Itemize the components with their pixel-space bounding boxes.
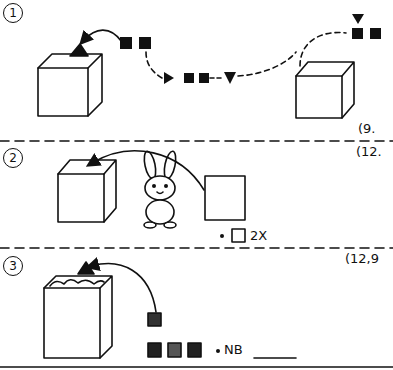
squares-panel3 (188, 343, 201, 357)
squares-row (224, 72, 236, 84)
cube-left (70, 44, 88, 56)
cube-right (296, 62, 354, 118)
square-outline (205, 176, 245, 220)
bullet-blank (254, 357, 296, 359)
cube-right (296, 62, 354, 118)
squares-top (120, 37, 132, 49)
bunny-figure (142, 150, 178, 228)
dashed-path (210, 77, 222, 79)
step-circle: 2 (3, 148, 23, 168)
bin-box (50, 280, 104, 286)
squares-row (164, 72, 174, 84)
squares-right (370, 28, 381, 39)
bunny-figure (162, 150, 178, 179)
cube-panel2 (58, 160, 116, 222)
step-number: 2 (9, 152, 17, 164)
bunny-figure (157, 192, 163, 194)
squares-panel3 (168, 343, 181, 357)
bin-box (78, 262, 94, 274)
cube-panel2 (58, 160, 116, 222)
bullet-square (220, 229, 245, 242)
cube-left (38, 54, 102, 116)
squares-panel3 (148, 343, 161, 357)
panel-separator (0, 141, 393, 367)
bunny-figure (144, 222, 156, 228)
bullet-square (220, 234, 224, 238)
panel-separator (0, 140, 393, 142)
cube-panel2 (58, 174, 104, 222)
count-note: 2X (250, 229, 267, 243)
squares-row (184, 73, 194, 83)
squares-row (199, 73, 209, 83)
squares-panel3 (148, 313, 201, 357)
move-arrow (84, 30, 122, 42)
bunny-figure (146, 200, 174, 224)
bunny-figure (142, 150, 158, 179)
step-circle: 3 (3, 256, 23, 276)
bullet-square (232, 229, 245, 242)
note-label: NB (224, 343, 243, 357)
bunny-figure (145, 176, 175, 200)
step-circle: 1 (3, 3, 23, 23)
bunny-figure (152, 184, 156, 188)
note-number: (12,9 (345, 252, 379, 266)
panel-separator (0, 247, 393, 249)
bin-box (44, 288, 100, 358)
dashed-path (238, 52, 296, 76)
note-number: (9. (358, 122, 375, 136)
bunny-figure (164, 222, 176, 228)
squares-top (139, 37, 151, 49)
sketch-illustration (0, 14, 393, 367)
dashed-path (300, 33, 346, 66)
squares-right (352, 14, 364, 24)
step-number: 3 (9, 260, 17, 272)
cube-left (38, 68, 88, 116)
dashed-path (146, 52, 162, 78)
squares-right (352, 14, 381, 39)
cube-right (296, 76, 342, 118)
bullet-blank (216, 349, 220, 353)
squares-right (352, 28, 363, 39)
bin-box (44, 276, 112, 358)
panel-separator (0, 366, 393, 367)
step-number: 1 (9, 7, 17, 19)
bin-box (44, 262, 112, 358)
move-arrow (92, 264, 156, 312)
squares-row (164, 72, 236, 84)
bunny-figure (164, 184, 168, 188)
note-number: (12. (356, 145, 382, 159)
cube-left (38, 44, 102, 116)
squares-panel3 (148, 313, 161, 326)
squares-top (120, 37, 151, 49)
